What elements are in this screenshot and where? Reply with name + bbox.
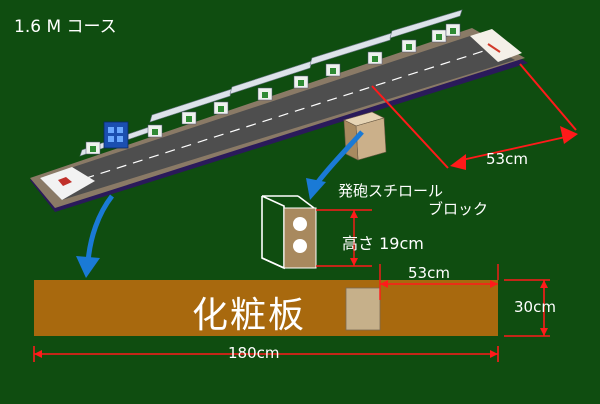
start-logo — [58, 177, 72, 186]
finish-mark — [487, 43, 501, 53]
course-length-dimension — [371, 63, 578, 170]
block-label-line1: 発砲スチロール — [338, 182, 444, 200]
foam-block-illustration — [261, 195, 372, 270]
course — [30, 9, 528, 212]
start-tower — [103, 121, 129, 149]
finish-area — [470, 29, 522, 62]
diagram-title: 1.6 M コース — [14, 17, 117, 37]
course-road — [40, 36, 515, 200]
board-depth-label: 30cm — [514, 298, 556, 316]
support-block — [343, 111, 387, 161]
board-width-label: 180cm — [228, 344, 280, 362]
board-offset-label: 53cm — [408, 264, 450, 282]
scenery-panels — [85, 23, 461, 155]
board — [33, 264, 550, 362]
board-label: 化粧板 — [192, 295, 307, 336]
board-surface — [34, 280, 498, 336]
block-height-label: 高さ 19cm — [342, 234, 424, 253]
course-length-label: 53cm — [486, 150, 528, 168]
board-block-position — [345, 287, 381, 331]
guard-rails — [79, 9, 463, 157]
block-label-line2: ブロック — [428, 200, 489, 218]
blue-arrows — [76, 130, 364, 278]
lane-line — [51, 47, 494, 190]
